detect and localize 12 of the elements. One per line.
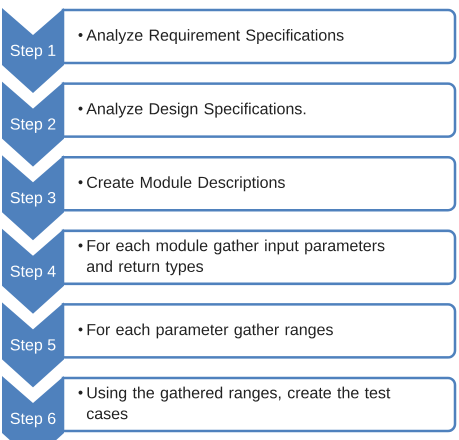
step-banner: Step 5: [2, 302, 64, 388]
step-box: For each module gather input parameters and return types: [62, 230, 456, 286]
step-box: Analyze Requirement Specifications: [62, 8, 456, 64]
step-banner: Step 1: [2, 8, 64, 93]
step-box: For each parameter gather ranges: [62, 303, 456, 359]
step-box: Using the gathered ranges, create the test cases: [62, 376, 456, 432]
step-banner: Step 4: [2, 228, 64, 314]
step-box: Create Module Descriptions: [62, 156, 456, 212]
step-banner: Step 2: [2, 82, 64, 167]
step-banner: Step 3: [2, 155, 64, 240]
step-banner: Step 6: [2, 376, 64, 440]
step-box: Analyze Design Specifications.: [62, 82, 456, 138]
